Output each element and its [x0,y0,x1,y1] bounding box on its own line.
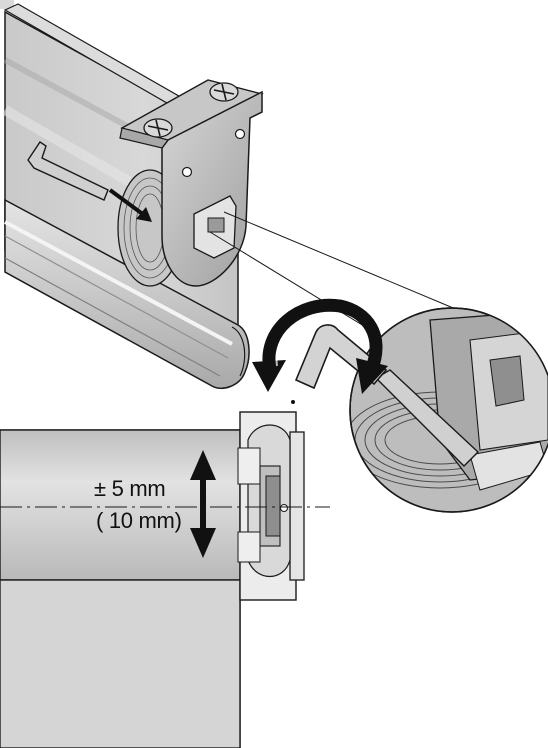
vertical-adjustment-arrow-icon [190,450,216,558]
screw-icon [143,118,173,138]
hex-key-icon [27,141,109,201]
adjustment-range-label: ± 5 mm [94,476,166,501]
mounting-bracket [119,79,264,287]
adjustment-total-label: ( 10 mm) [96,508,182,533]
zoom-leader-line [223,211,459,311]
top-roller-assembly [2,3,459,390]
rotation-arrow-icon [252,298,388,394]
corner-tab [0,0,14,9]
screw-icon [209,82,239,102]
bottom-side-view [0,411,330,748]
bottom-bar [4,198,250,390]
insert-arrow-icon [108,188,152,222]
detail-zoom-circle [349,307,548,513]
